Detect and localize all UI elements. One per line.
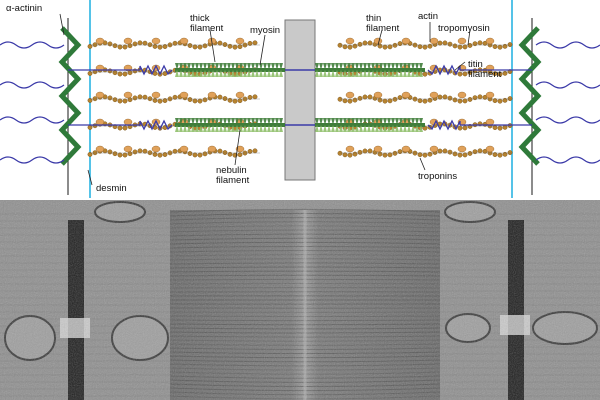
z-disk-right — [518, 18, 542, 195]
thin-filament — [87, 145, 260, 158]
label-nebulin-line2: filament — [216, 175, 250, 186]
m-line — [284, 19, 316, 181]
label-thin-filament: thin filament — [366, 14, 399, 34]
label-tropomyosin: tropomyosin — [438, 23, 490, 34]
label-thick-line1: thick — [190, 13, 210, 24]
titin-spring — [427, 119, 461, 131]
label-thick-line2: filament — [190, 23, 224, 34]
label-nebulin-filament: nebulin filament — [216, 166, 249, 186]
label-thin-line2: filament — [366, 23, 400, 34]
label-actin: actin — [418, 11, 439, 22]
titin-spring — [427, 64, 461, 76]
label-thin-line1: thin — [366, 13, 382, 24]
label-desmin: desmin — [96, 183, 127, 194]
titin-filaments — [0, 41, 600, 164]
label-titin-line2: filament — [468, 69, 502, 80]
titin-spring — [139, 64, 173, 76]
label-nebulin-line1: nebulin — [216, 165, 247, 176]
leader-lines — [59, 13, 471, 186]
thin-filament — [337, 37, 513, 50]
label-titin-line1: titin — [468, 59, 483, 70]
titin-spring — [139, 119, 173, 131]
label-thick-filament: thick filament — [190, 14, 223, 34]
label-titin-filament: titin filament — [468, 60, 501, 80]
thin-filament — [337, 91, 513, 104]
thick-filament — [175, 118, 285, 132]
thick-filament — [315, 63, 425, 77]
thin-filament — [337, 145, 513, 158]
label-troponins: troponins — [418, 171, 458, 182]
thick-filament — [175, 63, 285, 77]
z-disk-left — [58, 18, 82, 195]
thin-filament — [87, 91, 260, 104]
label-myosin: myosin — [250, 25, 281, 36]
thick-filament — [315, 118, 425, 132]
electron-micrograph — [0, 200, 600, 400]
label-alpha-actinin: α-actinin — [6, 3, 43, 14]
sarcomere-diagram — [0, 0, 600, 200]
thick-filaments — [175, 63, 425, 132]
